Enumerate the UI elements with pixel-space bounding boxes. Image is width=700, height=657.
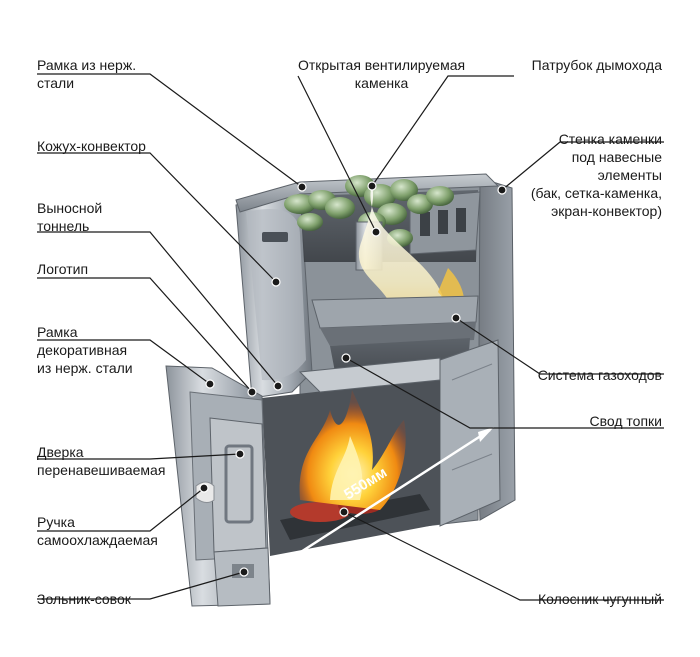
logo-plate bbox=[262, 232, 288, 242]
label-ash-pan: Зольник-совок bbox=[37, 591, 131, 607]
label-gas-system: Система газоходов bbox=[537, 367, 662, 383]
leader-remote-tunnel bbox=[37, 231, 279, 387]
leader-ash-pan bbox=[37, 571, 245, 600]
leader-logo bbox=[37, 277, 253, 393]
heater-slot bbox=[420, 212, 430, 236]
leader-grate bbox=[343, 511, 664, 601]
leader-frame-steel bbox=[37, 73, 303, 188]
label-decor-frame: Рамка декоративная из нерж. стали bbox=[37, 324, 133, 376]
ash-pan bbox=[213, 547, 271, 607]
leader-decor-frame bbox=[37, 339, 211, 385]
label-logo: Логотип bbox=[37, 261, 89, 277]
leader-casing-convector bbox=[37, 152, 277, 283]
label-heater-wall: Стенка каменки под навесные элементы (ба… bbox=[530, 131, 662, 219]
label-handle: Ручка самоохлаждаемая bbox=[37, 514, 158, 548]
leader-lines bbox=[37, 73, 664, 601]
leader-door bbox=[37, 453, 241, 460]
leader-handle bbox=[37, 487, 205, 532]
leader-open-heater bbox=[297, 75, 377, 233]
leader-chimney-pipe bbox=[371, 75, 514, 187]
leader-gas-system bbox=[455, 317, 664, 375]
label-frame-steel: Рамка из нерж. стали bbox=[37, 57, 137, 91]
leader-heater-wall bbox=[501, 141, 664, 191]
leader-firebox-vault bbox=[345, 357, 664, 429]
label-open-heater: Открытая вентилируемая каменка bbox=[298, 57, 466, 91]
label-remote-tunnel: Выносной тоннель bbox=[37, 200, 103, 234]
heater-slot bbox=[456, 208, 466, 232]
leader-dots bbox=[199, 181, 507, 577]
label-grate: Колосник чугунный bbox=[537, 591, 662, 607]
label-casing-convector: Кожух-конвектор bbox=[37, 138, 146, 154]
firebox bbox=[262, 339, 501, 556]
label-door: Дверка перенавешиваемая bbox=[37, 444, 166, 478]
heater-slot bbox=[438, 210, 448, 234]
label-chimney-pipe: Патрубок дымохода bbox=[531, 57, 662, 73]
label-firebox-vault: Свод топки bbox=[589, 413, 663, 429]
